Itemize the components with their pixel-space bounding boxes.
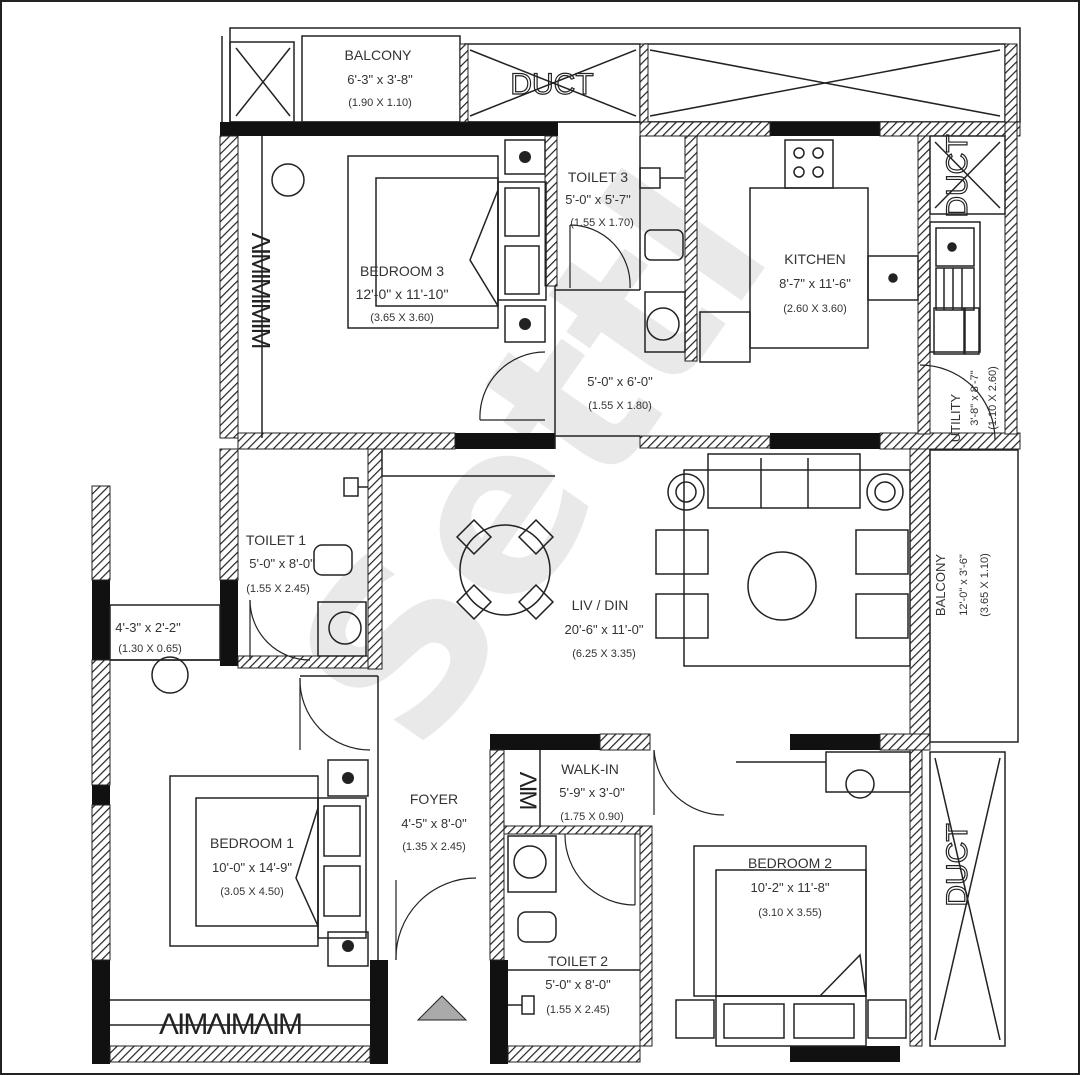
room-bedroom2: BEDROOM 2 10'-2" x 11'-8" (3.10 X 3.55): [748, 855, 832, 919]
kitchen-counter: [699, 139, 919, 363]
svg-text:(1.55 X 2.45): (1.55 X 2.45): [546, 1004, 610, 1016]
svg-text:8'-7" x 11'-6": 8'-7" x 11'-6": [779, 276, 851, 291]
coffee-table: [747, 551, 817, 621]
svg-text:10'-0" x 14'-9": 10'-0" x 14'-9": [212, 860, 292, 875]
hatched-walls: [91, 43, 1021, 1063]
svg-text:(3.05 X 4.50): (3.05 X 4.50): [220, 886, 284, 898]
svg-text:(1.30 X 0.65): (1.30 X 0.65): [118, 643, 182, 655]
duct-right-top: [929, 135, 1006, 215]
room-balcony-right: BALCONY 12'-0" x 3'-6" (3.65 X 1.10): [933, 553, 991, 617]
wardrobe-bedroom1: ΛIMΛIMΛIM: [159, 1008, 301, 1041]
svg-text:WALK-IN: WALK-IN: [561, 761, 619, 777]
living-furniture: [655, 453, 909, 639]
bedroom3-furniture: [261, 136, 547, 438]
svg-text:BEDROOM 2: BEDROOM 2: [748, 855, 832, 871]
solid-walls: [92, 122, 900, 1064]
svg-text:(3.10 X 3.55): (3.10 X 3.55): [758, 907, 822, 919]
bedroom1-furniture: [110, 759, 370, 1026]
duct-top-label: DUCT: [510, 68, 593, 101]
room-utility: UTILITY 3'-8" x 8'-7" (1.10 X 2.60): [948, 366, 999, 442]
stove: [784, 139, 834, 189]
svg-text:BALCONY: BALCONY: [345, 47, 413, 63]
svg-text:6'-3" x 3'-8": 6'-3" x 3'-8": [347, 72, 413, 87]
toilet3-fixtures: [639, 167, 686, 353]
duct-right-top-label: DUCT: [941, 134, 974, 217]
svg-text:5'-0" x 8'-0": 5'-0" x 8'-0": [545, 977, 611, 992]
kitchen-sink: [867, 255, 919, 301]
svg-text:3'-8" x 8'-7": 3'-8" x 8'-7": [969, 370, 981, 426]
entry-arrow-icon: [416, 995, 468, 1021]
room-walkin: WALK-IN 5'-9" x 3'-0" (1.75 X 0.90): [559, 761, 625, 823]
utility-fixtures: [929, 221, 981, 355]
svg-text:(1.55 X 1.80): (1.55 X 1.80): [588, 400, 652, 412]
room-kitchen: KITCHEN 8'-7" x 11'-6" (2.60 X 3.60): [779, 251, 851, 315]
svg-text:(1.55 X 2.45): (1.55 X 2.45): [246, 583, 310, 595]
duct-right-bottom: [929, 751, 1006, 1047]
room-toilet1: TOILET 1 5'-0" x 8'-0" (1.55 X 2.45): [246, 532, 315, 595]
svg-text:KITCHEN: KITCHEN: [784, 251, 845, 267]
duct-right-bottom-label: DUCT: [941, 823, 974, 906]
svg-text:BEDROOM 1: BEDROOM 1: [210, 835, 294, 851]
toilet2-fixtures: [507, 835, 640, 1015]
sofa: [707, 453, 861, 509]
svg-text:(1.75 X 0.90): (1.75 X 0.90): [560, 811, 624, 823]
svg-text:Settl: Settl: [246, 130, 821, 791]
svg-text:(1.10 X 2.60): (1.10 X 2.60): [987, 366, 999, 430]
svg-text:10'-2" x 11'-8": 10'-2" x 11'-8": [751, 880, 830, 895]
toilet1-fixtures: [151, 477, 368, 694]
svg-text:TOILET 2: TOILET 2: [548, 953, 608, 969]
room-balcony-left: 4'-3" x 2'-2" (1.30 X 0.65): [115, 620, 182, 655]
dining-table: [455, 518, 555, 621]
wardrobe-walkin: ΛIM: [514, 772, 541, 810]
svg-text:12'-0" x 3'-6": 12'-0" x 3'-6": [958, 554, 970, 616]
watermark: Settl: [246, 130, 821, 791]
living-rug: [683, 469, 911, 667]
room-toilet2: TOILET 2 5'-0" x 8'-0" (1.55 X 2.45): [545, 953, 611, 1016]
svg-text:TOILET 1: TOILET 1: [246, 532, 306, 548]
svg-text:20'-6" x 11'-0": 20'-6" x 11'-0": [565, 622, 644, 637]
svg-text:LIV / DIN: LIV / DIN: [572, 597, 629, 613]
svg-text:UTILITY: UTILITY: [948, 393, 963, 442]
room-bedroom1: BEDROOM 1 10'-0" x 14'-9" (3.05 X 4.50): [210, 835, 294, 898]
room-foyer: FOYER 4'-5" x 8'-0" (1.35 X 2.45): [401, 791, 467, 853]
room-passage: 5'-0" x 6'-0" (1.55 X 1.80): [587, 374, 653, 412]
svg-text:12'-0" x 11'-10": 12'-0" x 11'-10": [356, 286, 449, 302]
svg-text:FOYER: FOYER: [410, 791, 458, 807]
svg-text:(1.90 X 1.10): (1.90 X 1.10): [348, 97, 412, 109]
bedside-lamps: [519, 151, 531, 330]
room-balcony-top: BALCONY 6'-3" x 3'-8" (1.90 X 1.10): [345, 47, 414, 109]
svg-text:BEDROOM 3: BEDROOM 3: [360, 263, 444, 279]
svg-text:BALCONY: BALCONY: [933, 554, 948, 616]
svg-text:(1.35 X 2.45): (1.35 X 2.45): [402, 841, 466, 853]
svg-text:(2.60 X 3.60): (2.60 X 3.60): [783, 303, 847, 315]
bed: [347, 155, 499, 329]
room-bedroom3: BEDROOM 3 12'-0" x 11'-10" (3.65 X 3.60): [356, 263, 449, 324]
svg-text:4'-3" x 2'-2": 4'-3" x 2'-2": [115, 620, 181, 635]
room-liv-din: LIV / DIN 20'-6" x 11'-0" (6.25 X 3.35): [565, 597, 644, 660]
svg-text:5'-0" x 6'-0": 5'-0" x 6'-0": [587, 374, 653, 389]
balcony-right: [929, 449, 1019, 743]
svg-text:5'-9" x 3'-0": 5'-9" x 3'-0": [559, 785, 625, 800]
svg-text:(3.65 X 1.10): (3.65 X 1.10): [979, 553, 991, 617]
bedroom2-furniture: [675, 751, 911, 1047]
door-swings: [249, 224, 996, 961]
svg-text:(6.25 X 3.35): (6.25 X 3.35): [572, 648, 636, 660]
svg-text:4'-5" x 8'-0": 4'-5" x 8'-0": [401, 816, 467, 831]
wardrobe-bedroom3: ΛIMIMIMIM: [246, 233, 276, 348]
svg-text:(3.65 X 3.60): (3.65 X 3.60): [370, 312, 434, 324]
svg-text:(1.55 X 1.70): (1.55 X 1.70): [570, 217, 634, 229]
svg-text:TOILET 3: TOILET 3: [568, 169, 628, 185]
svg-text:5'-0" x 5'-7": 5'-0" x 5'-7": [565, 192, 631, 207]
room-toilet3: TOILET 3 5'-0" x 5'-7" (1.55 X 1.70): [565, 169, 634, 229]
svg-text:5'-0" x 8'-0": 5'-0" x 8'-0": [249, 556, 315, 571]
